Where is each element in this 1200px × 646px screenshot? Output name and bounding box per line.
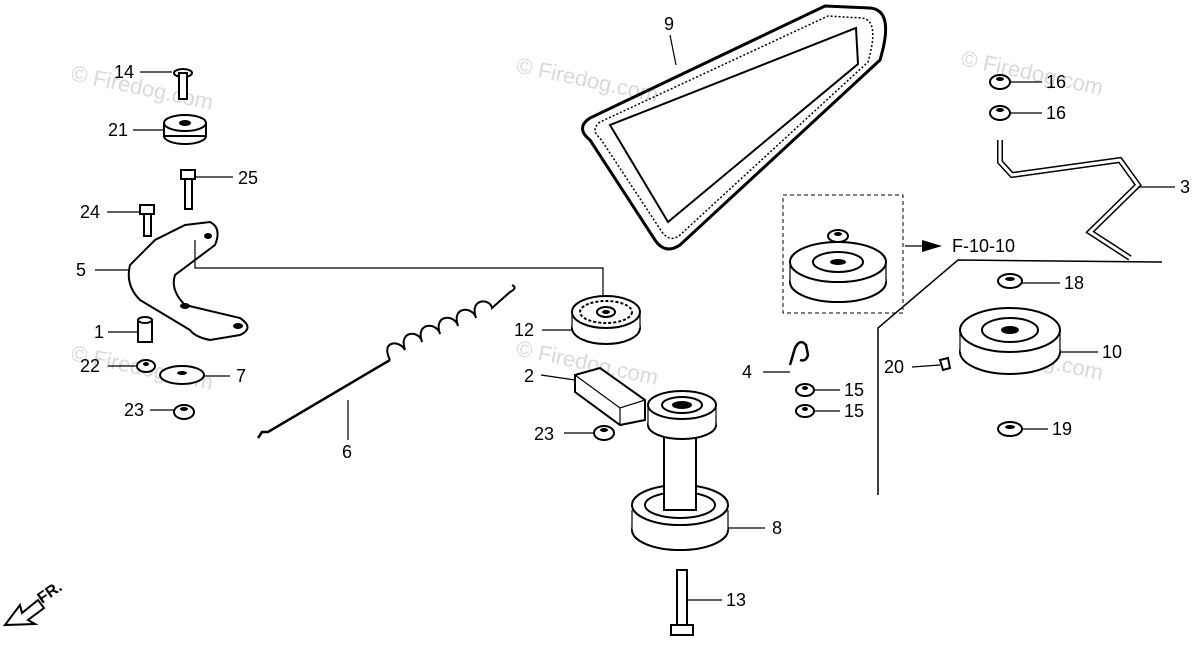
callout-9: 9 <box>664 14 674 34</box>
nut-part <box>593 425 615 441</box>
callout-15: 15 <box>844 401 864 421</box>
callout-2: 2 <box>524 366 534 386</box>
double-pulley-part <box>631 390 729 551</box>
callout-6: 6 <box>342 442 352 462</box>
callout-1: 1 <box>94 322 104 342</box>
idler-pulley-part <box>571 295 641 345</box>
callout-18: 18 <box>1064 273 1084 293</box>
nut-part <box>989 105 1011 121</box>
callout-20: 20 <box>884 357 904 377</box>
nut-part <box>795 383 815 397</box>
watermark: © Firedog.com <box>959 45 1106 100</box>
callout-14: 14 <box>114 62 134 82</box>
callout-13: 13 <box>726 590 746 610</box>
washer-part <box>159 365 205 385</box>
watermark: © Firedog.com <box>69 60 216 115</box>
callout-15: 15 <box>844 380 864 400</box>
callout-5: 5 <box>76 260 86 280</box>
rod-part <box>997 140 1142 261</box>
bracket-part <box>127 220 249 342</box>
callout-22: 22 <box>80 356 100 376</box>
bolt-part <box>180 169 196 210</box>
nut-part <box>795 404 815 418</box>
reference-box <box>782 194 904 314</box>
reference-arrow <box>905 240 942 252</box>
callout-21: 21 <box>108 120 128 140</box>
callout-23: 23 <box>124 400 144 420</box>
bolt-part <box>139 204 155 237</box>
callout-10: 10 <box>1102 342 1122 362</box>
callout-8: 8 <box>772 518 782 538</box>
watermark: © Firedog.com <box>514 52 661 107</box>
collar-part <box>137 316 153 343</box>
pulley-bracket-part <box>574 366 646 427</box>
spacer-part <box>163 114 207 145</box>
bolt-part <box>173 68 193 100</box>
callout-16: 16 <box>1046 103 1066 123</box>
callout-12: 12 <box>514 320 534 340</box>
reference-code: F-10-10 <box>952 236 1015 256</box>
pulley-part <box>959 307 1061 375</box>
callout-19: 19 <box>1052 419 1072 439</box>
clip-part <box>788 340 810 366</box>
leader-lines <box>95 34 1175 601</box>
callout-16: 16 <box>1046 72 1066 92</box>
callout-24: 24 <box>80 202 100 222</box>
belt-part <box>581 4 888 251</box>
bolt-part <box>670 569 694 636</box>
nut-part <box>136 359 156 373</box>
callout-23: 23 <box>534 424 554 444</box>
callout-4: 4 <box>742 362 752 382</box>
key-part <box>938 356 952 372</box>
callout-3: 3 <box>1180 177 1190 197</box>
spring-part <box>256 284 516 439</box>
retaining-clip-part <box>997 273 1023 289</box>
nut-part <box>173 404 195 420</box>
washer-part <box>997 421 1023 437</box>
callout-25: 25 <box>238 168 258 188</box>
nut-part <box>989 74 1011 90</box>
callout-7: 7 <box>236 366 246 386</box>
front-direction-arrow <box>2 598 46 627</box>
